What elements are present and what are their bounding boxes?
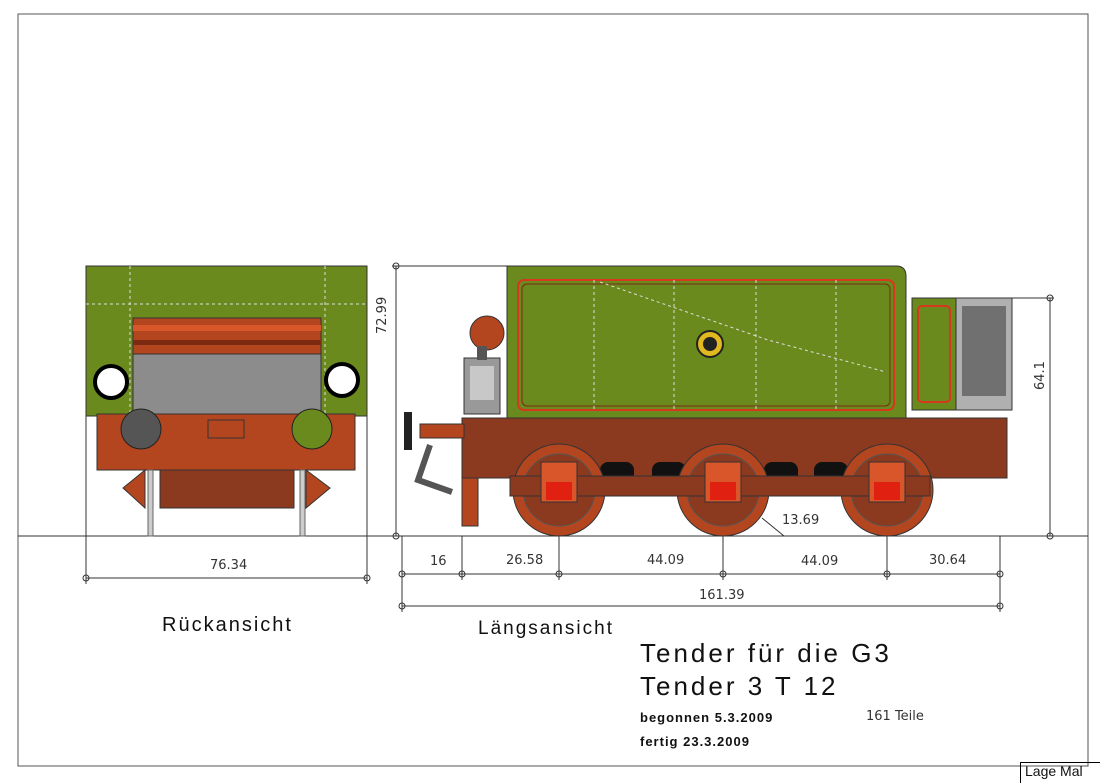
title-line1: Tender für die G3 xyxy=(640,638,892,668)
dim-wheel: 13.69 xyxy=(782,513,819,528)
info-parts: 161 Teile xyxy=(866,709,924,724)
dim-seg2: 26.58 xyxy=(506,553,543,568)
rear-buffer-left xyxy=(120,408,162,450)
info-finished: fertig 23.3.2009 xyxy=(640,734,750,749)
dim-seg4: 44.09 xyxy=(801,554,838,569)
side-rear-box xyxy=(911,297,957,411)
rear-view xyxy=(85,265,368,537)
dim-height-total: 72.99 xyxy=(375,297,390,334)
dim-seg5: 30.64 xyxy=(929,553,966,568)
dimension-lines xyxy=(82,262,1054,612)
dim-seg3: 44.09 xyxy=(647,553,684,568)
info-started: begonnen 5.3.2009 xyxy=(640,710,774,725)
brake-wheel xyxy=(469,315,505,351)
side-view-label: Längsansicht xyxy=(478,618,614,639)
dim-seg1: 16 xyxy=(430,554,447,569)
dim-rear-width: 76.34 xyxy=(210,558,247,573)
rear-view-label: Rückansicht xyxy=(162,614,293,636)
rear-lamp-left xyxy=(93,364,129,400)
rear-lamp-right xyxy=(324,362,360,398)
rear-buffer-right xyxy=(291,408,333,450)
dim-height-rear: 64.1 xyxy=(1033,361,1048,390)
dim-total-length: 161.39 xyxy=(699,588,745,603)
rear-coal-box xyxy=(132,317,322,355)
corner-label: Lage Mal xyxy=(1020,762,1100,783)
front-buffer xyxy=(419,423,465,439)
sheet-border xyxy=(17,13,1089,767)
rear-grey-panel xyxy=(132,353,322,415)
title-line2: Tender 3 T 12 xyxy=(640,671,839,701)
side-view xyxy=(404,265,1013,537)
